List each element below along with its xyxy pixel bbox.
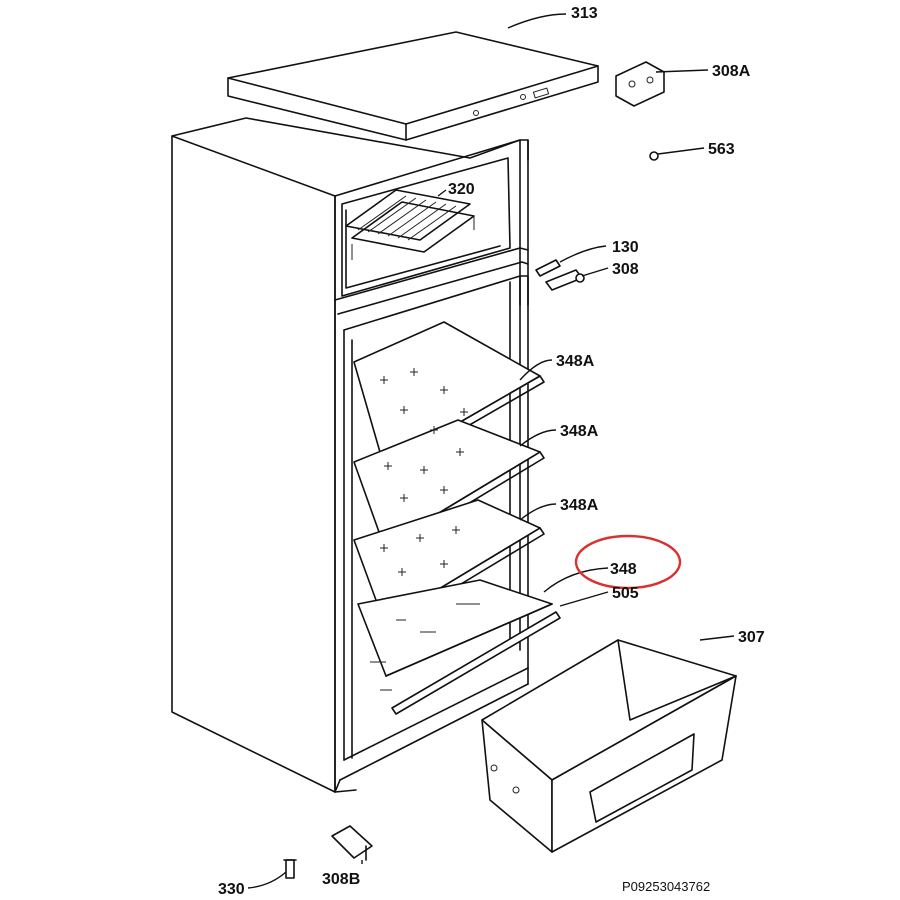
label-348: 348 (610, 561, 637, 578)
label-563: 563 (708, 141, 735, 158)
freezer-shelf-320 (345, 189, 475, 260)
label-348A-upper: 348A (556, 353, 595, 370)
screw-563 (649, 151, 659, 161)
label-308A: 308A (712, 63, 751, 80)
crisper-rail-505 (391, 611, 561, 715)
label-313: 313 (571, 5, 598, 22)
reference-code: P09253043762 (622, 879, 710, 894)
bracket-130 (535, 259, 561, 277)
hinge-308 (545, 269, 585, 291)
leader-lines (247, 13, 735, 889)
screw-330 (283, 859, 297, 879)
crisper-drawer-307 (481, 639, 737, 853)
hinge-308A (615, 61, 665, 107)
cabinet-body (171, 117, 529, 793)
label-308B: 308B (322, 871, 360, 888)
label-308: 308 (612, 261, 639, 278)
label-348A-lower: 348A (560, 497, 599, 514)
label-505: 505 (612, 585, 639, 602)
label-130: 130 (612, 239, 639, 256)
glass-shelves (353, 321, 553, 691)
top-cover (227, 31, 599, 141)
label-307: 307 (738, 629, 765, 646)
hinge-308B (331, 825, 373, 861)
label-348A-middle: 348A (560, 423, 599, 440)
highlight-ring-348 (574, 534, 682, 590)
label-320: 320 (448, 181, 475, 198)
label-330: 330 (218, 881, 245, 898)
part-labels: 313 308A 563 320 130 308 348A 348A 348A … (218, 5, 765, 898)
